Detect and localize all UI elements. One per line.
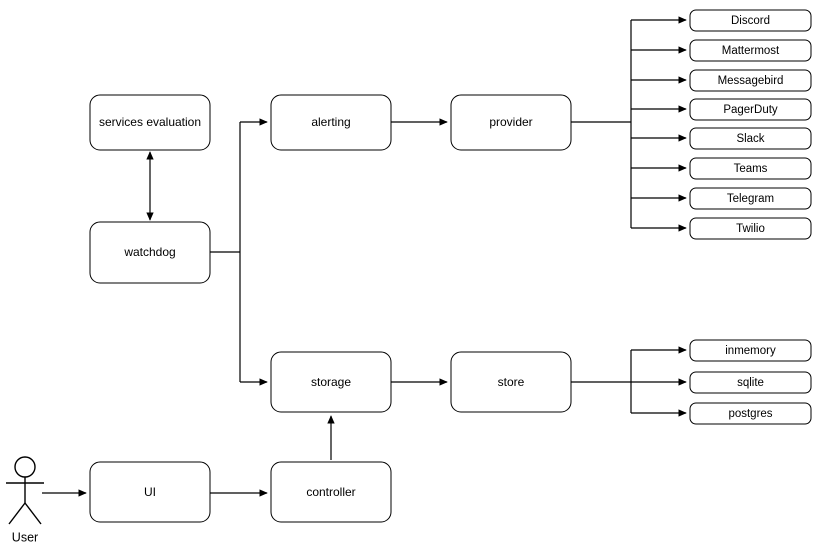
actor-leg-right bbox=[24, 502, 42, 525]
node-slack-label: Slack bbox=[736, 133, 764, 145]
node-postgres[interactable]: postgres bbox=[689, 402, 812, 425]
provider-targets: Discord Mattermost Messagebird PagerDuty… bbox=[689, 9, 812, 240]
node-discord-shape[interactable] bbox=[689, 9, 812, 32]
node-provider[interactable]: provider bbox=[450, 94, 572, 151]
node-watchdog-shape[interactable] bbox=[89, 221, 211, 284]
node-sqlite-label: sqlite bbox=[737, 377, 764, 389]
node-teams[interactable]: Teams bbox=[689, 157, 812, 180]
node-inmemory-shape[interactable] bbox=[689, 339, 812, 362]
provider-fanout-edges bbox=[631, 16, 687, 232]
node-pagerduty-shape[interactable] bbox=[689, 98, 812, 121]
node-services-evaluation[interactable]: services evaluation bbox=[89, 94, 211, 151]
node-alerting-label: alerting bbox=[311, 115, 350, 129]
node-teams-label: Teams bbox=[734, 163, 768, 175]
node-telegram-shape[interactable] bbox=[689, 187, 812, 210]
node-pagerduty[interactable]: PagerDuty bbox=[689, 98, 812, 121]
user-actor: User bbox=[6, 456, 44, 544]
node-sqlite[interactable]: sqlite bbox=[689, 371, 812, 394]
node-storage[interactable]: storage bbox=[270, 351, 392, 413]
node-postgres-shape[interactable] bbox=[689, 402, 812, 425]
node-discord-label: Discord bbox=[731, 15, 770, 27]
store-fanout-edges bbox=[631, 346, 687, 417]
node-teams-shape[interactable] bbox=[689, 157, 812, 180]
node-sqlite-shape[interactable] bbox=[689, 371, 812, 394]
node-store-shape[interactable] bbox=[450, 351, 572, 413]
node-telegram-label: Telegram bbox=[727, 193, 774, 205]
node-ui-shape[interactable] bbox=[89, 461, 211, 523]
node-store-label: store bbox=[498, 375, 525, 389]
node-ui[interactable]: UI bbox=[89, 461, 211, 523]
node-ui-label: UI bbox=[144, 485, 156, 499]
node-inmemory[interactable]: inmemory bbox=[689, 339, 812, 362]
node-controller-label: controller bbox=[306, 485, 355, 499]
actor-leg-left bbox=[8, 502, 26, 525]
node-alerting-shape[interactable] bbox=[270, 94, 392, 151]
node-mattermost-label: Mattermost bbox=[722, 45, 780, 57]
node-messagebird[interactable]: Messagebird bbox=[689, 69, 812, 92]
node-controller[interactable]: controller bbox=[270, 461, 392, 523]
node-twilio[interactable]: Twilio bbox=[689, 217, 812, 240]
node-slack-shape[interactable] bbox=[689, 127, 812, 150]
node-alerting[interactable]: alerting bbox=[270, 94, 392, 151]
node-controller-shape[interactable] bbox=[270, 461, 392, 523]
actor-label: User bbox=[12, 530, 38, 544]
node-provider-shape[interactable] bbox=[450, 94, 572, 151]
node-messagebird-shape[interactable] bbox=[689, 69, 812, 92]
node-provider-label: provider bbox=[489, 115, 532, 129]
node-pagerduty-label: PagerDuty bbox=[723, 104, 778, 116]
node-messagebird-label: Messagebird bbox=[718, 75, 784, 87]
node-watchdog-label: watchdog bbox=[123, 245, 175, 259]
node-services-evaluation-shape[interactable] bbox=[89, 94, 211, 151]
node-twilio-label: Twilio bbox=[736, 223, 765, 235]
node-mattermost[interactable]: Mattermost bbox=[689, 39, 812, 62]
node-discord[interactable]: Discord bbox=[689, 9, 812, 32]
actor-head-icon bbox=[14, 456, 36, 478]
node-postgres-label: postgres bbox=[728, 408, 772, 420]
node-storage-shape[interactable] bbox=[270, 351, 392, 413]
node-telegram[interactable]: Telegram bbox=[689, 187, 812, 210]
node-mattermost-shape[interactable] bbox=[689, 39, 812, 62]
node-watchdog[interactable]: watchdog bbox=[89, 221, 211, 284]
node-twilio-shape[interactable] bbox=[689, 217, 812, 240]
store-targets: inmemory sqlite postgres bbox=[689, 339, 812, 425]
node-inmemory-label: inmemory bbox=[725, 345, 776, 357]
node-store[interactable]: store bbox=[450, 351, 572, 413]
node-slack[interactable]: Slack bbox=[689, 127, 812, 150]
node-services-evaluation-label: services evaluation bbox=[99, 115, 201, 129]
node-storage-label: storage bbox=[311, 375, 351, 389]
